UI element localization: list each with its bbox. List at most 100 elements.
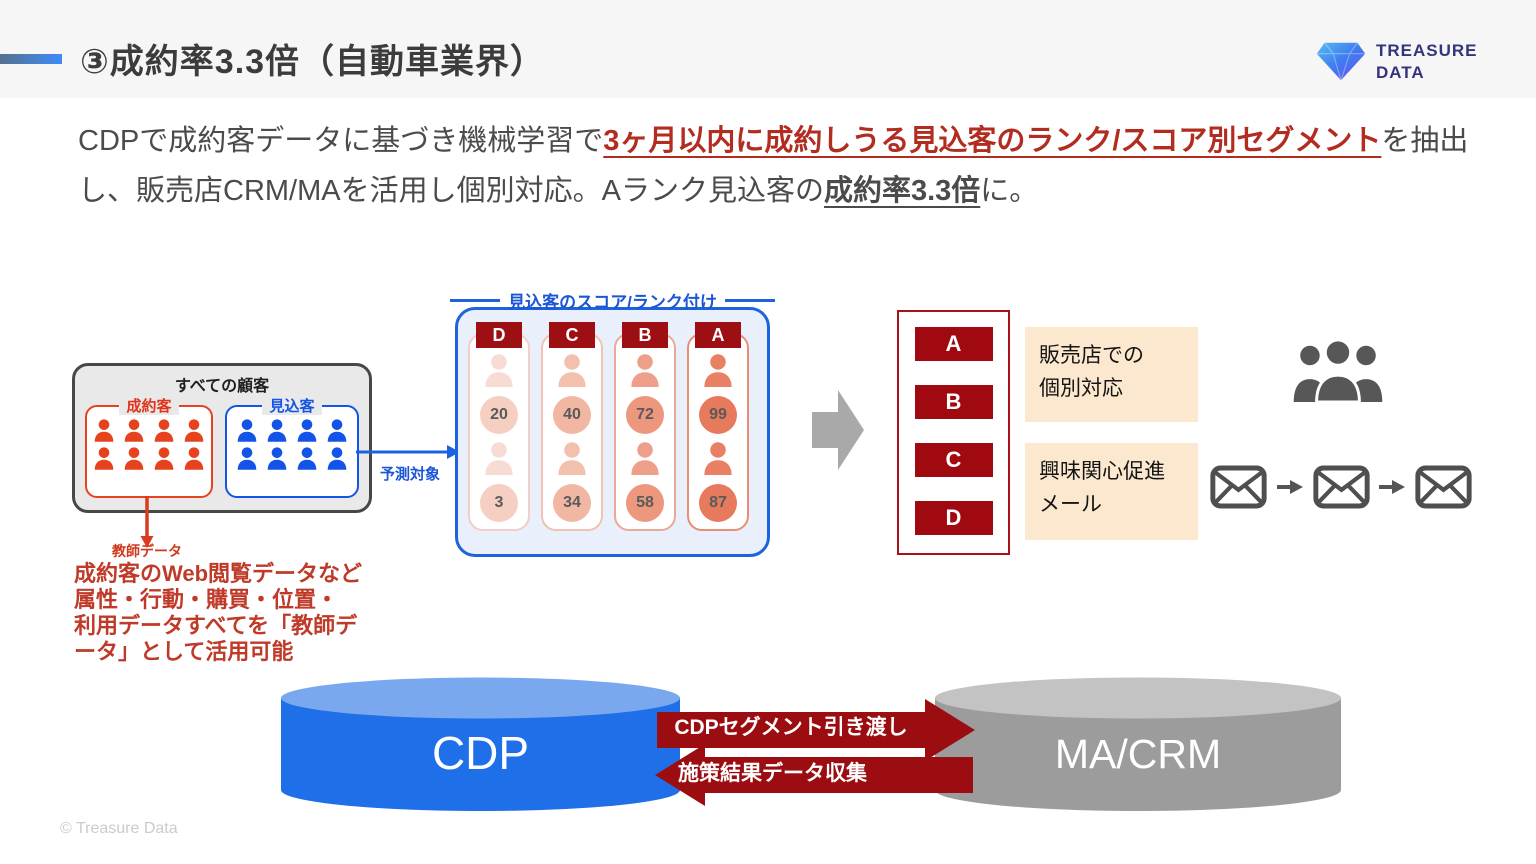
people-group-icon [1293,340,1383,402]
intro-text-1: CDPで成約客データに基づき機械学習で [78,125,604,157]
rank-list-item-d: D [914,501,993,535]
person-icon [151,418,177,443]
teacher-note-line: 利用データすべてを「教師デ [74,613,358,638]
score-value: 3 [480,484,518,523]
cdp-label: CDP [431,727,530,779]
rank-list-box: A B C D [897,310,1010,555]
flow-arrow-icon [812,390,864,470]
person-icon [553,352,591,389]
predict-target-label: 予測対象 [380,466,441,483]
person-icon [324,418,350,443]
action-text-line: 販売店での [1039,344,1144,367]
person-icon [234,418,260,443]
title-accent-dash [0,54,62,64]
person-icon [151,446,177,471]
rank-list-item-b: B [914,385,993,419]
logo-line2: DATA [1376,62,1425,82]
ma-crm-label: MA/CRM [1054,731,1222,777]
person-icon [121,418,147,443]
arrow-right-icon [1379,480,1406,494]
score-value: 99 [699,395,737,434]
person-icon [264,446,290,471]
person-icon [480,352,518,389]
person-icon [121,446,147,471]
prospects-crowd [227,407,357,471]
title-line-right [724,298,776,303]
score-value: 20 [480,395,518,434]
arrow-right-icon [1276,480,1303,494]
score-value: 40 [553,395,591,434]
all-customers-title: すべての顧客 [174,378,270,395]
prospects-box: 見込客 [225,398,359,498]
action-box-dealer: 販売店での 個別対応 [1025,327,1198,422]
cdp-cylinder [281,677,680,811]
rank-column-a: A 99 87 [687,322,749,531]
intro-text-3: に。 [980,175,1039,207]
person-icon [294,418,320,443]
rank-chip-a: A [695,322,741,348]
result-collection-arrow [655,744,973,806]
rank-column-c: C 40 34 [541,322,603,531]
person-icon [626,440,664,477]
teacher-data-arrow [140,496,154,548]
mail-sequence [1210,464,1472,510]
action-box-mail: 興味関心促進 メール [1025,443,1198,540]
logo-text: TREASURE DATA [1376,40,1478,83]
intro-highlight-bold: 成約率3.3倍 [823,175,981,207]
intro-paragraph: CDPで成約客データに基づき機械学習で3ヶ月以内に成約しうる見込客のランク/スコ… [78,116,1470,216]
scoring-title-row: 見込客のスコア/ランク付け [450,288,776,313]
teacher-data-label: 教師データ [112,543,182,559]
rank-column-b: B 72 58 [614,322,676,531]
envelope-icon [1415,465,1472,509]
segment-handoff-label: CDPセグメント引き渡し [674,716,908,739]
person-icon [294,446,320,471]
ma-crm-cylinder [935,677,1341,811]
page-title: ③成約率3.3倍（自動車業界） [80,43,546,81]
person-icon [234,446,260,471]
rank-list-item-a: A [914,327,993,361]
closed-customers-label: 成約客 [87,395,211,416]
prospects-label-text: 見込客 [262,398,322,415]
person-icon [324,446,350,471]
title-line-left [450,298,501,303]
person-icon [181,418,207,443]
person-icon [91,446,117,471]
teacher-data-note: 成約客のWeb閲覧データなど 属性・行動・購買・位置・ 利用データすべてを「教師… [74,561,394,665]
closed-customers-label-text: 成約客 [119,398,179,415]
envelope-icon [1210,465,1267,509]
person-icon [91,418,117,443]
action-text-line: メール [1039,493,1102,516]
teacher-note-line: 成約客のWeb閲覧データなど [74,561,363,586]
closed-customers-box: 成約客 [85,398,213,498]
teacher-note-line: 属性・行動・購買・位置・ [74,587,339,612]
intro-highlight-red: 3ヶ月以内に成約しうる見込客のランク/スコア別セグメント [603,125,1382,157]
person-icon [480,440,518,477]
person-icon [626,352,664,389]
intro-text-2: を抽出し、販売店CRM/MAを活用し個別対応。Aランク見込客の [78,125,1469,207]
person-icon [181,446,207,471]
action-text-line: 興味関心促進 [1039,460,1165,483]
all-customers-box: すべての顧客 成約客 見込客 [72,363,372,513]
action-text-line: 個別対応 [1039,377,1123,400]
rank-chip-b: B [622,322,668,348]
rank-column-d: D 20 3 [468,322,530,531]
person-icon [553,440,591,477]
person-icon [699,352,737,389]
teacher-note-line: ータ」として活用可能 [74,639,294,664]
scoring-title: 見込客のスコア/ランク付け [508,293,717,312]
score-value: 34 [553,484,591,523]
score-value: 58 [626,484,664,523]
scoring-box: 見込客のスコア/ランク付け D 20 3 C 40 34 B 72 [450,293,776,557]
treasure-data-logo: TREASURE DATA [1316,40,1478,83]
envelope-icon [1312,465,1370,509]
rank-chip-c: C [549,322,595,348]
logo-line1: TREASURE [1376,41,1478,61]
predict-arrow [356,445,460,459]
rank-chip-d: D [476,322,522,348]
person-icon [264,418,290,443]
closed-customers-crowd [87,407,211,471]
rank-columns: D 20 3 C 40 34 B 72 58 A [468,322,749,531]
person-icon [699,440,737,477]
segment-handoff-arrow [657,699,975,761]
